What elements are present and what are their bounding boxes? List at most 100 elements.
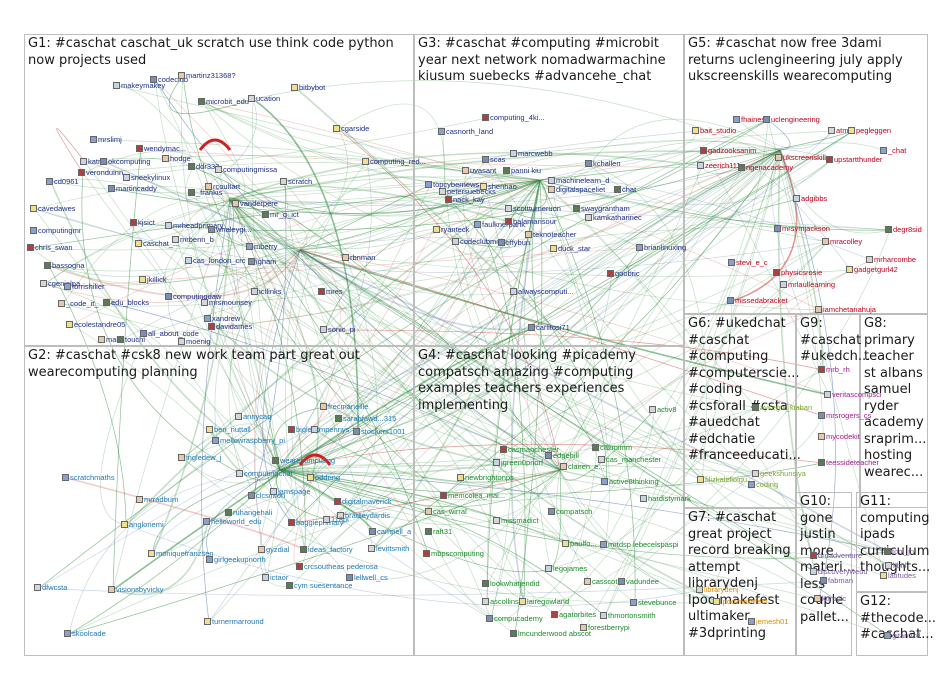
node-moniquefranzsen[interactable]: moniquefranzsen — [148, 550, 214, 558]
node-atmir[interactable]: atmir — [828, 127, 853, 135]
node-sonic-pi[interactable]: sonic_pi — [320, 326, 356, 334]
node-cas-london-crc[interactable]: cas_london_crc — [185, 257, 246, 265]
node-goobric[interactable]: goobric — [607, 270, 640, 278]
node-ddr333[interactable]: ddr333 — [188, 163, 219, 171]
node-visionsbyvicky[interactable]: visionsbyvicky — [108, 586, 164, 594]
node-ukscreenskills[interactable]: ukscreenskills — [775, 154, 830, 162]
node-casnorth-land[interactable]: casnorth_land — [438, 128, 493, 136]
node-mbpscomputing[interactable]: mbpscomputing — [423, 550, 484, 558]
node-newbrightonps[interactable]: newbrightonps — [457, 474, 514, 482]
node-all-about-code[interactable]: all_about_code — [140, 330, 199, 338]
node-frecmanellie[interactable]: frecmanellie — [320, 403, 368, 411]
node-clcsimon[interactable]: clcsimon — [248, 492, 285, 500]
node-tiffybun[interactable]: tiffybun — [498, 239, 530, 247]
node-panni-kiu[interactable]: panni kiu — [503, 167, 541, 175]
node-veronduinn[interactable]: veronduinn — [78, 169, 123, 177]
node-ruhangehali[interactable]: ruhangehali — [225, 509, 272, 517]
node--frankis[interactable]: _frankis — [188, 189, 222, 197]
node-moenig[interactable]: moenig — [178, 338, 211, 346]
node-mellowraspberry-pi[interactable]: mellowraspberry_pi — [212, 437, 285, 445]
node-igham[interactable]: igham — [248, 258, 276, 266]
node-degr8sid[interactable]: degr8sid — [885, 226, 922, 234]
node-halamansour[interactable]: halamansour — [505, 218, 556, 226]
node-cgarside[interactable]: cgarside — [333, 125, 369, 133]
node-annycaq[interactable]: annycaq — [235, 413, 271, 421]
node-computingmr[interactable]: computingmr — [30, 227, 81, 235]
node-caschat-[interactable]: caschat_... — [135, 240, 179, 248]
node-activ8[interactable]: activ8 — [649, 406, 677, 414]
node-girlgeekupnorth[interactable]: girlgeekupnorth — [206, 556, 266, 564]
node-skoolcade[interactable]: skoolcade — [64, 630, 106, 638]
node-mberry[interactable]: mberry — [246, 243, 277, 251]
node-discoverywedu[interactable]: discoverywedu — [810, 568, 868, 576]
node-faulknerpank[interactable]: faulknerpank — [474, 221, 525, 229]
node-whaleygi-[interactable]: whaleygi... — [208, 226, 251, 234]
node-mr-g-ict[interactable]: mr_g_ict — [262, 211, 299, 219]
node-scratchmaths[interactable]: scratchmaths — [62, 474, 115, 482]
node-alwayscomputi-[interactable]: alwayscomputi... — [510, 288, 573, 296]
node-physicsrosie[interactable]: physicsrosie — [773, 269, 822, 277]
node-bassogna[interactable]: bassogna — [44, 262, 85, 270]
node-cazmimm[interactable]: cazmimm — [592, 444, 632, 452]
node-machinelearn-d[interactable]: machinelearn_d — [548, 177, 609, 185]
node-digitalmaverick[interactable]: digitalmaverick — [334, 498, 392, 506]
node-marcwebb[interactable]: marcwebb — [510, 150, 553, 158]
node-malr[interactable]: malr — [98, 336, 121, 344]
node-legojames[interactable]: legojames — [545, 565, 587, 573]
node-sneekylinux[interactable]: sneekylinux — [123, 174, 170, 182]
node-agatorbites[interactable]: agatorbites — [551, 611, 596, 619]
node-hardistymark[interactable]: hardistymark — [640, 495, 691, 503]
node-ecolestandre05[interactable]: ecolestandre05 — [66, 321, 125, 329]
node-mpennys[interactable]: mpennys — [311, 426, 349, 434]
node-forestberrypi[interactable]: forestberrypi — [580, 624, 630, 632]
node-active8thinking[interactable]: active8thinking — [601, 478, 659, 486]
node-turnermarround[interactable]: turnermarround — [204, 618, 264, 626]
node-computing-red-[interactable]: computing_red... — [362, 158, 426, 166]
node-baggieprimary[interactable]: baggieprimary — [288, 519, 344, 527]
node-computingdaw[interactable]: computingdaw — [165, 293, 221, 301]
node-cavedawes[interactable]: cavedawes — [30, 205, 76, 213]
node-uvasant[interactable]: uvasant — [462, 167, 496, 175]
node-jkillick[interactable]: jkillick — [139, 276, 167, 284]
node-casmanchester[interactable]: casmanchester — [500, 446, 559, 454]
node-mrb-rh[interactable]: mrb_rh — [818, 366, 850, 374]
node-mrbenn-b[interactable]: mrbenn_b — [172, 236, 214, 244]
node-ascollins[interactable]: ascollins — [482, 598, 519, 606]
node-mrtdsp-lebecelspaspi[interactable]: mrtdsp lebecelspaspi — [600, 541, 678, 549]
node-fhaines[interactable]: fhaines — [733, 116, 765, 124]
node-anglonemi[interactable]: anglonemi — [121, 521, 164, 529]
node-gadzooksanim[interactable]: gadzooksanim — [700, 147, 756, 155]
node-kchallen[interactable]: kchallen — [585, 160, 621, 168]
node-bait-studio[interactable]: bait_studio — [692, 127, 736, 135]
node-computingmissa[interactable]: computingmissa — [215, 166, 277, 174]
node-scratch[interactable]: scratch — [280, 178, 312, 186]
node-nack-kay[interactable]: nack_kay — [445, 196, 485, 204]
node-scottturneruon[interactable]: scottturneruon — [505, 205, 561, 213]
node-zeerich111[interactable]: zeerich111 — [697, 162, 741, 170]
node-clairen-e-[interactable]: clairen_e... — [560, 463, 605, 471]
node-digitalspaceliet[interactable]: digitalspaceliet — [548, 186, 605, 194]
node-ingledew-j[interactable]: ingledew_j — [178, 454, 221, 462]
node-computingchat[interactable]: computingchat — [236, 470, 293, 478]
node-memcolea-mai-[interactable]: memcolea_mai... — [440, 492, 505, 500]
node-teknoteacher[interactable]: teknoteacher — [525, 231, 576, 239]
node-sarahfawd-315[interactable]: sarahfawd...315 — [335, 415, 396, 423]
node-chat[interactable]: chat — [614, 186, 636, 194]
node-mrsvmjackson[interactable]: mrsvmjackson — [774, 225, 830, 233]
node-ben-nuttall[interactable]: ben_nuttall — [206, 426, 251, 434]
node-chris-swan[interactable]: chris_swan — [27, 244, 73, 252]
node-biglesp[interactable]: biglesp — [288, 426, 320, 434]
node-codeclub[interactable]: codeclub — [150, 76, 188, 84]
node-mrsrogers-cs[interactable]: mrsrogers_cs — [818, 412, 871, 420]
node-stevi-e-c[interactable]: stevi_e_c — [728, 259, 768, 267]
node-raft31[interactable]: raft31 — [425, 528, 452, 536]
node-makeymakey[interactable]: makeymakey — [113, 82, 165, 90]
node-rcoultart[interactable]: rcoultart — [205, 183, 240, 191]
node-shenhao[interactable]: shenhao — [480, 183, 517, 191]
node-carlitosi71[interactable]: carlitosi71 — [528, 324, 570, 332]
node-rbnman[interactable]: rbnman — [342, 254, 375, 262]
node-bradleydardis[interactable]: bradleydardis — [337, 512, 390, 520]
node-forrishilier[interactable]: forrishilier — [64, 283, 105, 291]
node-ngenacademy[interactable]: ngenacademy — [738, 164, 793, 172]
node-dfwcsta[interactable]: dfwcsta — [34, 584, 67, 592]
